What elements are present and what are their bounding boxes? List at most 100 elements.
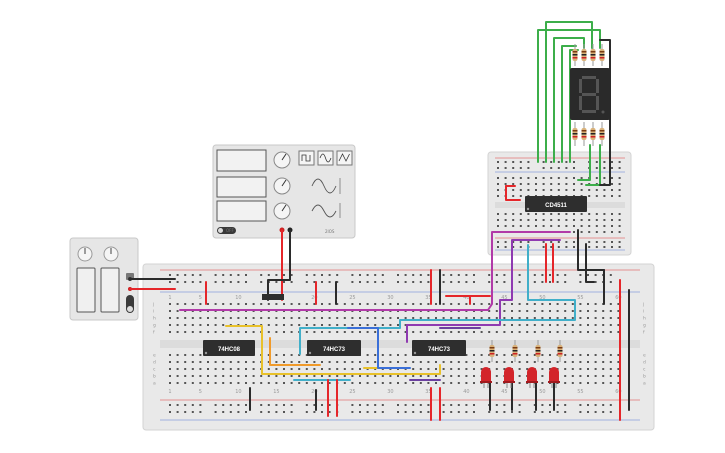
terminal-hole[interactable] — [450, 375, 453, 377]
terminal-hole[interactable] — [564, 361, 567, 363]
wire-magenta[interactable] — [179, 231, 571, 311]
rail-hole[interactable] — [404, 411, 407, 413]
small-rail-hole[interactable] — [603, 241, 606, 243]
rail-hole[interactable] — [549, 411, 551, 413]
terminal-hole[interactable] — [389, 382, 392, 384]
terminal-hole[interactable] — [359, 317, 361, 319]
small-terminal-hole[interactable] — [497, 213, 499, 215]
rail-hole[interactable] — [336, 274, 339, 276]
small-terminal-hole[interactable] — [588, 213, 591, 215]
terminal-hole[interactable] — [404, 303, 407, 305]
terminal-hole[interactable] — [488, 331, 491, 333]
rail-hole[interactable] — [450, 281, 453, 283]
terminal-hole[interactable] — [473, 368, 475, 370]
small-terminal-hole[interactable] — [611, 225, 613, 227]
terminal-hole[interactable] — [571, 375, 574, 377]
terminal-hole[interactable] — [404, 324, 407, 326]
seven-segment-display[interactable] — [570, 68, 610, 120]
terminal-hole[interactable] — [397, 317, 399, 319]
terminal-hole[interactable] — [305, 303, 308, 305]
terminal-hole[interactable] — [556, 361, 559, 363]
terminal-hole[interactable] — [169, 361, 171, 363]
rail-hole[interactable] — [275, 281, 278, 283]
terminal-hole[interactable] — [564, 303, 567, 305]
rail-hole[interactable] — [359, 281, 361, 283]
terminal-hole[interactable] — [229, 317, 232, 319]
terminal-hole[interactable] — [207, 331, 209, 333]
rail-hole[interactable] — [533, 404, 536, 406]
terminal-hole[interactable] — [321, 361, 323, 363]
rail-hole[interactable] — [579, 404, 582, 406]
terminal-hole[interactable] — [397, 324, 399, 326]
rail-hole[interactable] — [419, 404, 422, 406]
terminal-hole[interactable] — [541, 324, 544, 326]
rail-hole[interactable] — [450, 274, 453, 276]
terminal-hole[interactable] — [290, 317, 293, 319]
terminal-hole[interactable] — [191, 317, 194, 319]
small-terminal-hole[interactable] — [603, 213, 606, 215]
small-terminal-hole[interactable] — [497, 225, 499, 227]
chip-cd4511[interactable]: CD4511 — [525, 196, 587, 212]
rail-hole[interactable] — [503, 411, 506, 413]
rail-hole[interactable] — [587, 274, 589, 276]
small-terminal-hole[interactable] — [542, 183, 545, 185]
terminal-hole[interactable] — [571, 310, 574, 312]
terminal-hole[interactable] — [473, 382, 475, 384]
rail-hole[interactable] — [321, 281, 323, 283]
rail-hole[interactable] — [321, 404, 323, 406]
small-terminal-hole[interactable] — [519, 183, 522, 185]
terminal-hole[interactable] — [412, 361, 415, 363]
terminal-hole[interactable] — [298, 317, 301, 319]
small-rail-hole[interactable] — [618, 246, 621, 248]
small-terminal-hole[interactable] — [565, 189, 568, 191]
rail-hole[interactable] — [328, 281, 331, 283]
terminal-hole[interactable] — [237, 361, 240, 363]
terminal-hole[interactable] — [389, 317, 392, 319]
terminal-hole[interactable] — [609, 324, 612, 326]
small-rail-hole[interactable] — [557, 246, 560, 248]
terminal-hole[interactable] — [465, 303, 468, 305]
rail-hole[interactable] — [579, 274, 582, 276]
rail-hole[interactable] — [419, 274, 422, 276]
terminal-hole[interactable] — [503, 331, 506, 333]
terminal-hole[interactable] — [222, 324, 225, 326]
terminal-hole[interactable] — [518, 310, 521, 312]
terminal-hole[interactable] — [328, 324, 331, 326]
terminal-hole[interactable] — [602, 324, 605, 326]
terminal-hole[interactable] — [526, 361, 529, 363]
small-terminal-hole[interactable] — [550, 189, 553, 191]
rail-hole[interactable] — [222, 411, 225, 413]
rail-hole[interactable] — [305, 411, 308, 413]
terminal-hole[interactable] — [511, 354, 513, 356]
terminal-hole[interactable] — [351, 303, 354, 305]
terminal-hole[interactable] — [397, 382, 399, 384]
terminal-hole[interactable] — [549, 303, 551, 305]
rail-hole[interactable] — [404, 274, 407, 276]
rail-hole[interactable] — [313, 281, 316, 283]
rail-hole[interactable] — [594, 274, 597, 276]
terminal-hole[interactable] — [359, 331, 361, 333]
terminal-hole[interactable] — [191, 303, 194, 305]
terminal-hole[interactable] — [450, 331, 453, 333]
terminal-hole[interactable] — [511, 303, 513, 305]
rail-hole[interactable] — [457, 281, 460, 283]
rail-hole[interactable] — [169, 404, 171, 406]
terminal-hole[interactable] — [594, 354, 597, 356]
terminal-hole[interactable] — [267, 368, 270, 370]
terminal-hole[interactable] — [587, 324, 589, 326]
display-resistors[interactable] — [572, 44, 605, 146]
terminal-hole[interactable] — [374, 382, 377, 384]
terminal-hole[interactable] — [267, 303, 270, 305]
terminal-hole[interactable] — [419, 361, 422, 363]
rail-hole[interactable] — [450, 411, 453, 413]
terminal-hole[interactable] — [290, 382, 293, 384]
rail-hole[interactable] — [199, 411, 202, 413]
rail-hole[interactable] — [245, 404, 247, 406]
rail-hole[interactable] — [222, 274, 225, 276]
terminal-hole[interactable] — [389, 324, 392, 326]
rail-hole[interactable] — [495, 404, 498, 406]
rail-hole[interactable] — [321, 411, 323, 413]
terminal-hole[interactable] — [465, 354, 468, 356]
terminal-hole[interactable] — [176, 368, 179, 370]
terminal-hole[interactable] — [465, 382, 468, 384]
